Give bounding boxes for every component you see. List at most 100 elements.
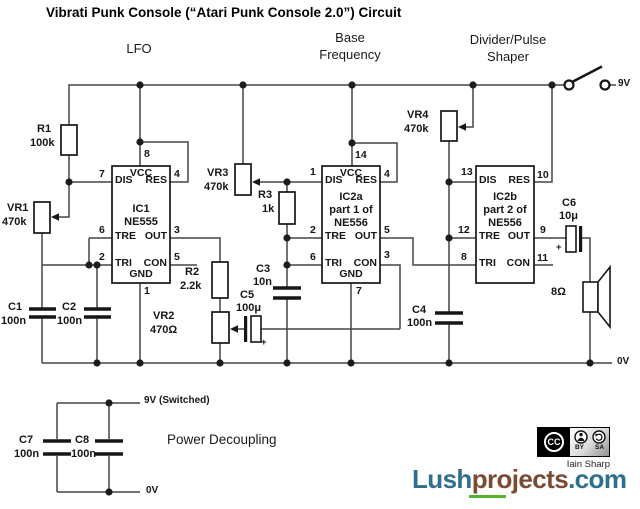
ic2b-pin11-number: 11 (537, 252, 549, 264)
ic1-con-label: CON (143, 257, 167, 269)
ic2b-pin10-number: 10 (537, 169, 549, 181)
cc-by-icon (573, 430, 588, 444)
c8-capacitor (95, 439, 123, 456)
wires (41, 84, 616, 493)
cc-license-badge: CC BY SA (537, 427, 610, 457)
c4-ref: C4 (412, 304, 427, 316)
c2-ref: C2 (62, 301, 77, 313)
c8-value: 100n (71, 448, 97, 460)
vr3-value: 470k (204, 181, 229, 193)
ic2a-res-label: RES (355, 174, 377, 186)
c4-capacitor (435, 311, 463, 325)
ic1-pin1-number: 1 (144, 285, 150, 297)
decoupling-0v-label: 0V (146, 485, 159, 496)
vr2-wiper-arrow (230, 325, 238, 333)
ic2b-res-label: RES (508, 174, 530, 186)
logo-projects: projects (471, 464, 569, 494)
resistors (33, 110, 458, 344)
ic2a-tre-label: TRE (325, 230, 346, 242)
ic1-vcc-label: VCC (129, 167, 153, 179)
cc-logo: CC (538, 428, 570, 456)
ic2b-dis-label: DIS (479, 174, 497, 186)
vr2-potentiometer (211, 311, 230, 344)
decoupling-9v-label: 9V (Switched) (144, 395, 210, 406)
cc-badge-right: BY SA (570, 428, 609, 456)
ic2a-gnd-label: GND (339, 268, 363, 280)
ic1-pin7-number: 7 (99, 168, 105, 180)
c6-electrolytic-capacitor (565, 225, 583, 253)
r3-ref: R3 (258, 189, 273, 201)
ic2a-pin1-number: 1 (310, 166, 316, 178)
rail-label-9v: 9V (618, 78, 631, 89)
r3-resistor (278, 191, 296, 225)
c4-value: 100n (407, 317, 433, 329)
ic2a-pin7-number: 7 (356, 285, 362, 297)
vr1-value: 470k (2, 216, 27, 228)
logo-dotcom: .com (568, 464, 627, 494)
r1-resistor (60, 124, 78, 156)
ic2a-pin14-number: 14 (355, 149, 367, 161)
ic2b-con-label: CON (506, 257, 530, 269)
ic2a-pin4-number: 4 (384, 168, 390, 180)
ic2a-con-label: CON (353, 257, 377, 269)
vr4-wiper-arrow (458, 123, 466, 131)
ic1-box (111, 165, 171, 284)
ic1-pin2-number: 2 (99, 251, 105, 263)
c6-polarity: + (556, 242, 562, 253)
ic2b-part-2: NE556 (488, 217, 522, 229)
ic1-dis-label: DIS (115, 174, 133, 186)
ic2b-out-label: OUT (507, 230, 530, 242)
ic2b-pin8-number: 8 (461, 251, 467, 263)
ic1-pin4-number: 4 (174, 168, 180, 180)
ic2a-part-1: part 1 of (329, 204, 373, 216)
power-switch-icon (563, 65, 611, 91)
cc-sa-icon (591, 430, 606, 444)
section-label-base-2: Frequency (319, 47, 381, 62)
c2-value: 100n (57, 315, 83, 327)
ic1-part: NE555 (124, 216, 158, 228)
cc-by-label: BY (574, 444, 584, 451)
ic1-tri-label: TRI (115, 257, 132, 269)
ic2a-pin2-number: 2 (310, 224, 316, 236)
capacitor-plates (29, 286, 463, 456)
ic2a-dis-label: DIS (325, 174, 343, 186)
c5-electrolytic-capacitor (244, 315, 262, 343)
r2-ref: R2 (185, 266, 200, 278)
ic2a-name: IC2a (339, 191, 363, 203)
c6-value: 10μ (559, 210, 578, 222)
c5-polarity: + (261, 337, 267, 348)
speaker-impedance: 8Ω (551, 286, 566, 298)
r3-value: 1k (262, 203, 275, 215)
c3-value: 10n (253, 276, 272, 288)
c2-capacitor (84, 307, 111, 319)
ic1-pin5-number: 5 (174, 251, 180, 263)
r1-value: 100k (30, 137, 55, 149)
ic2a-part-2: NE556 (334, 217, 368, 229)
c8-ref: C8 (75, 434, 90, 446)
ic2b-tre-label: TRE (479, 230, 500, 242)
vr1-wiper-arrow (51, 213, 59, 221)
wiper-arrows (51, 123, 466, 333)
ic2a-pin6-number: 6 (310, 251, 316, 263)
section-label-divider-1: Divider/Pulse (469, 32, 547, 47)
ic2b-pin9-number: 9 (540, 224, 546, 236)
ic1-name: IC1 (132, 203, 150, 215)
ic1-out-label: OUT (144, 230, 167, 242)
junction-dots (65, 81, 594, 496)
lushprojects-logo: Lushprojects.com (412, 464, 627, 495)
c7-capacitor (43, 439, 71, 456)
c7-ref: C7 (19, 434, 34, 446)
c3-ref: C3 (256, 263, 271, 275)
vr3-ref: VR3 (207, 167, 229, 179)
vr2-ref: VR2 (153, 310, 175, 322)
ic1-tre-label: TRE (115, 230, 136, 242)
vr4-value: 470k (404, 123, 429, 135)
logo-lush: Lush (412, 464, 472, 494)
section-label-base-1: Base (335, 30, 365, 45)
vr4-ref: VR4 (407, 109, 429, 121)
c3-capacitor (273, 286, 301, 300)
r1-ref: R1 (37, 123, 52, 135)
logo-underline (469, 495, 506, 498)
